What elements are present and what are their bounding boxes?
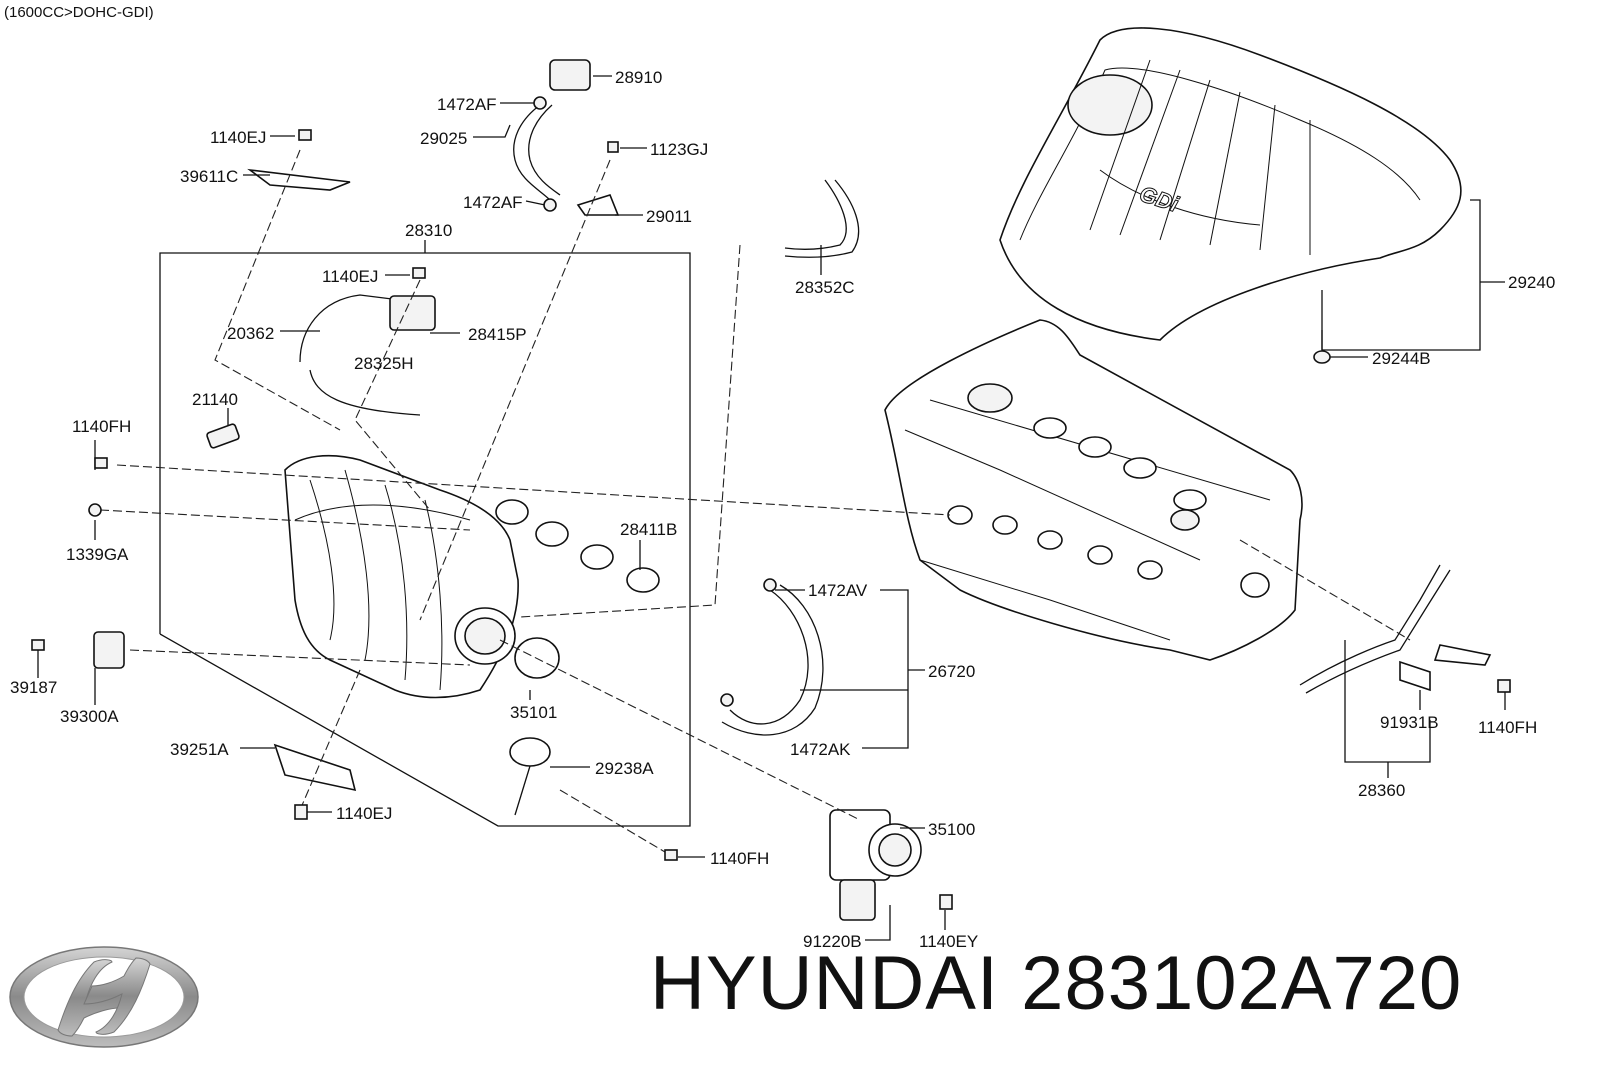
- callout-28325h: 28325H: [354, 354, 414, 373]
- callout-1140ej-mid: 1140EJ: [322, 267, 378, 286]
- fasteners: [31, 96, 1511, 910]
- brand-name: HYUNDAI: [650, 941, 1000, 1026]
- callout-28310: 28310: [405, 221, 452, 240]
- bolt-icon: [298, 129, 312, 141]
- hyundai-logo-icon: [9, 946, 199, 1048]
- leader-lines: [37, 75, 1506, 941]
- callout-35101: 35101: [510, 703, 557, 722]
- bolt-icon: [31, 639, 45, 651]
- callout-1140ey: 1140EY: [919, 932, 978, 951]
- callout-1123gj: 1123GJ: [650, 140, 708, 159]
- nut-icon: [88, 503, 102, 517]
- callout-29244b: 29244B: [1372, 349, 1431, 368]
- part-number: 283102A720: [1021, 941, 1463, 1026]
- engine-cover: GDi: [999, 27, 1462, 364]
- bolt-icon: [294, 804, 308, 820]
- intake-gasket: [495, 499, 660, 593]
- callout-1339ga: 1339GA: [66, 545, 129, 564]
- callout-1472av: 1472AV: [808, 581, 868, 600]
- callout-26720: 26720: [928, 662, 975, 681]
- cylinder-head: [884, 319, 1303, 661]
- bracket-39251a: [273, 743, 357, 792]
- callout-28360: 28360: [1358, 781, 1405, 800]
- clamp-icon: [720, 693, 734, 707]
- callout-35100: 35100: [928, 820, 975, 839]
- callout-28910: 28910: [615, 68, 662, 87]
- pcsv-hose-group: [513, 59, 620, 216]
- water-pipe-28360: [1299, 564, 1441, 686]
- callout-28415p: 28415P: [468, 325, 527, 344]
- pcv-fitting-icon: [206, 423, 240, 449]
- callout-39187: 39187: [10, 678, 57, 697]
- callout-39300a: 39300A: [60, 707, 119, 726]
- callout-29025: 29025: [420, 129, 467, 148]
- assembly-28310-frame: [159, 252, 691, 827]
- callout-29238a: 29238A: [595, 759, 654, 778]
- map-sensor-icon: [93, 631, 125, 669]
- intake-manifold-group: [159, 252, 691, 827]
- callout-1140fh-bot: 1140FH: [710, 849, 769, 868]
- bolt-icon: [607, 141, 619, 153]
- bolt-icon: [664, 849, 678, 861]
- callout-91220b: 91220B: [803, 932, 862, 951]
- bracket-39611c: [247, 168, 351, 191]
- bolt-icon: [412, 267, 426, 279]
- callout-91931b: 91931B: [1380, 713, 1439, 732]
- callout-29240: 29240: [1508, 273, 1555, 292]
- vacuum-actuator: [509, 737, 551, 816]
- callout-1472ak: 1472AK: [790, 740, 851, 759]
- callout-39611c: 39611C: [180, 167, 238, 186]
- brand-part-title: HYUNDAI 283102A720: [650, 940, 1462, 1027]
- bolt-icon: [939, 894, 953, 910]
- callout-1472af-top: 1472AF: [437, 95, 497, 114]
- callout-39251a: 39251A: [170, 740, 229, 759]
- callout-28352c: 28352C: [795, 278, 855, 297]
- clamp-icon: [763, 578, 777, 592]
- callout-1472af-bot: 1472AF: [463, 193, 523, 212]
- hose-28352c: [784, 179, 847, 250]
- variant-label: (1600CC>DOHC-GDI): [4, 4, 154, 21]
- callout-20362: 20362: [227, 324, 274, 343]
- callout-29011: 29011: [646, 207, 692, 226]
- clamp-icon: [533, 96, 547, 110]
- callout-1140ej-bot: 1140EJ: [336, 804, 392, 823]
- bolt-icon: [94, 457, 108, 469]
- pcsv-valve-icon: [549, 59, 591, 91]
- callout-28411b: 28411B: [620, 520, 677, 539]
- callout-1140fh-left: 1140FH: [72, 417, 131, 436]
- purge-valve-icon: [389, 295, 436, 331]
- callout-1140fh-right: 1140FH: [1478, 718, 1537, 737]
- reference-lines: [99, 149, 1411, 853]
- nut-icon: [1313, 350, 1331, 364]
- hose-26720: [729, 589, 809, 725]
- throttle-body: [829, 809, 922, 921]
- callout-labels: 28910 1472AF 29025 1123GJ 1472AF 29011 1…: [10, 68, 1555, 951]
- bolt-icon: [1497, 679, 1511, 693]
- clamp-icon: [543, 198, 557, 212]
- callout-21140: 21140: [192, 390, 238, 409]
- callout-1140ej-top: 1140EJ: [210, 128, 266, 147]
